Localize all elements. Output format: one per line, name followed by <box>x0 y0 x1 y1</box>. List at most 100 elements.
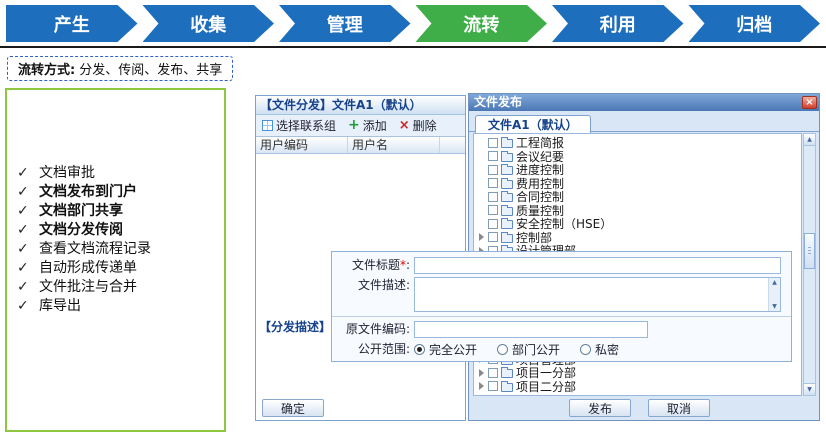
flow-underline <box>0 46 826 48</box>
feature-text: 自动形成传递单 <box>39 260 137 276</box>
tab-file-a1[interactable]: 文件A1（默认） <box>475 115 591 133</box>
tree-item[interactable]: 项目二分部 <box>477 380 799 394</box>
tree-item[interactable]: 进度控制 <box>477 163 799 177</box>
scroll-down-icon[interactable]: ▼ <box>772 303 777 310</box>
radio-icon[interactable] <box>580 344 592 355</box>
tree-item-label: 项目二分部 <box>516 379 577 394</box>
folder-icon <box>501 177 513 189</box>
feature-text: 查看文档流程记录 <box>39 241 151 257</box>
cancel-button[interactable]: 取消 <box>648 399 710 417</box>
select-contact-group-label: 选择联系组 <box>276 119 337 133</box>
distribute-description-label: 【分发描述】 <box>259 320 332 334</box>
radio-option-private[interactable]: 私密 <box>580 341 619 358</box>
tree-item[interactable]: 安全控制（HSE） <box>477 217 799 231</box>
select-contact-group-button[interactable]: 选择联系组 <box>259 116 339 135</box>
file-description-label: 文件描述: <box>357 278 410 292</box>
tree-item-label: 合同控制 <box>516 190 565 205</box>
original-code-row: 原文件编码: <box>338 321 785 338</box>
file-title-label-text: 文件标题 <box>351 258 400 272</box>
flow-step-utilize: 利用 <box>552 5 684 42</box>
radio-icon[interactable] <box>414 344 425 355</box>
tree-scrollbar[interactable]: ▲ ▼ <box>803 133 816 396</box>
check-icon: ✓ <box>17 222 29 238</box>
publish-footer-buttons: 发布 取消 <box>569 399 710 417</box>
tree-checkbox[interactable] <box>488 381 498 392</box>
scroll-up-icon[interactable]: ▲ <box>804 134 815 146</box>
tree-checkbox[interactable] <box>488 191 498 202</box>
close-icon[interactable]: × <box>802 96 817 109</box>
scroll-down-icon[interactable]: ▼ <box>804 383 815 395</box>
feature-item: ✓文档部门共享 <box>17 202 224 221</box>
distribute-toolbar: 选择联系组 + 添加 × 删除 <box>256 115 465 137</box>
tree-checkbox[interactable] <box>488 218 498 229</box>
transfer-method-note: 流转方式: 分发、传阅、发布、共享 <box>7 56 234 81</box>
scroll-up-icon[interactable]: ▲ <box>772 279 777 286</box>
tree-item[interactable]: 项目一分部 <box>477 366 799 380</box>
expand-icon[interactable] <box>478 382 484 391</box>
original-code-label: 原文件编码: <box>345 322 410 336</box>
tree-checkbox[interactable] <box>488 164 498 175</box>
tree-item[interactable]: 会议纪要 <box>477 150 799 164</box>
tree-item[interactable]: 合同控制 <box>477 190 799 204</box>
tree-checkbox[interactable] <box>488 137 498 148</box>
original-code-input[interactable] <box>414 321 648 338</box>
tree-checkbox[interactable] <box>488 232 498 243</box>
file-title-input[interactable] <box>414 257 781 274</box>
check-icon: ✓ <box>17 260 29 276</box>
feature-item: ✓文档发布到门户 <box>17 183 224 202</box>
tree-item[interactable]: 控制部 <box>477 231 799 245</box>
publish-tab-strip: 文件A1（默认） <box>469 111 819 133</box>
tree-item-label: 会议纪要 <box>516 149 565 164</box>
flow-step-label: 管理 <box>326 14 363 36</box>
folder-icon <box>501 150 513 162</box>
radio-option-department[interactable]: 部门公开 <box>497 341 560 358</box>
tree-checkbox[interactable] <box>488 367 498 378</box>
feature-text: 文档部门共享 <box>39 203 123 219</box>
expand-icon[interactable] <box>478 233 484 242</box>
tree-checkbox[interactable] <box>488 205 498 216</box>
tree-item-label: 项目一分部 <box>516 366 577 381</box>
flow-step-label: 利用 <box>599 14 636 36</box>
feature-text: 文档发布到门户 <box>39 184 137 200</box>
column-user-code[interactable]: 用户编码 <box>256 137 348 153</box>
radio-icon[interactable] <box>497 344 509 355</box>
scrollbar-thumb[interactable] <box>804 233 815 270</box>
expand-gutter <box>477 368 485 377</box>
tree-item-label: 费用控制 <box>516 176 565 191</box>
ok-button[interactable]: 确定 <box>262 399 324 417</box>
add-button[interactable]: + 添加 <box>345 116 390 135</box>
expand-icon[interactable] <box>478 368 484 377</box>
tree-item-label: 安全控制（HSE） <box>516 217 613 232</box>
flow-step-produce: 产生 <box>6 5 138 42</box>
publish-window-title: 文件发布 <box>474 95 523 109</box>
check-icon: ✓ <box>17 298 29 314</box>
check-icon: ✓ <box>17 241 29 257</box>
radio-option-public[interactable]: 完全公开 <box>414 341 477 358</box>
add-icon: + <box>348 117 360 133</box>
textarea-scrollbar[interactable]: ▲ ▼ <box>768 278 780 311</box>
publish-form-dialog: 文件标题*: 文件描述: ▲ ▼ 原文件编码: 公开范围: 完全公开 部门公开 … <box>331 251 792 362</box>
tree-item-label: 工程简报 <box>516 136 565 151</box>
folder-icon <box>501 218 513 230</box>
tree-item[interactable]: 工程简报 <box>477 136 799 150</box>
feature-item: ✓文档审批 <box>17 164 224 183</box>
tree-checkbox[interactable] <box>488 178 498 189</box>
column-user-name[interactable]: 用户名 <box>348 137 440 153</box>
expand-icon[interactable] <box>478 246 484 255</box>
tree-item[interactable]: 质量控制 <box>477 204 799 218</box>
delete-icon: × <box>398 118 410 133</box>
tree-item[interactable]: 费用控制 <box>477 177 799 191</box>
flow-step-collect: 收集 <box>143 5 275 42</box>
file-title-label: 文件标题*: <box>338 257 414 274</box>
flow-step-archive: 归档 <box>689 5 821 42</box>
tree-checkbox[interactable] <box>488 151 498 162</box>
expand-gutter <box>477 246 485 255</box>
file-description-textarea[interactable]: ▲ ▼ <box>414 277 781 312</box>
radio-label: 私密 <box>595 343 620 357</box>
feature-text: 文档审批 <box>39 165 95 181</box>
folder-icon <box>501 367 513 379</box>
scope-label: 公开范围: <box>357 342 410 356</box>
delete-button[interactable]: × 删除 <box>396 116 440 135</box>
dialog-divider <box>332 316 791 317</box>
publish-button[interactable]: 发布 <box>569 399 631 417</box>
